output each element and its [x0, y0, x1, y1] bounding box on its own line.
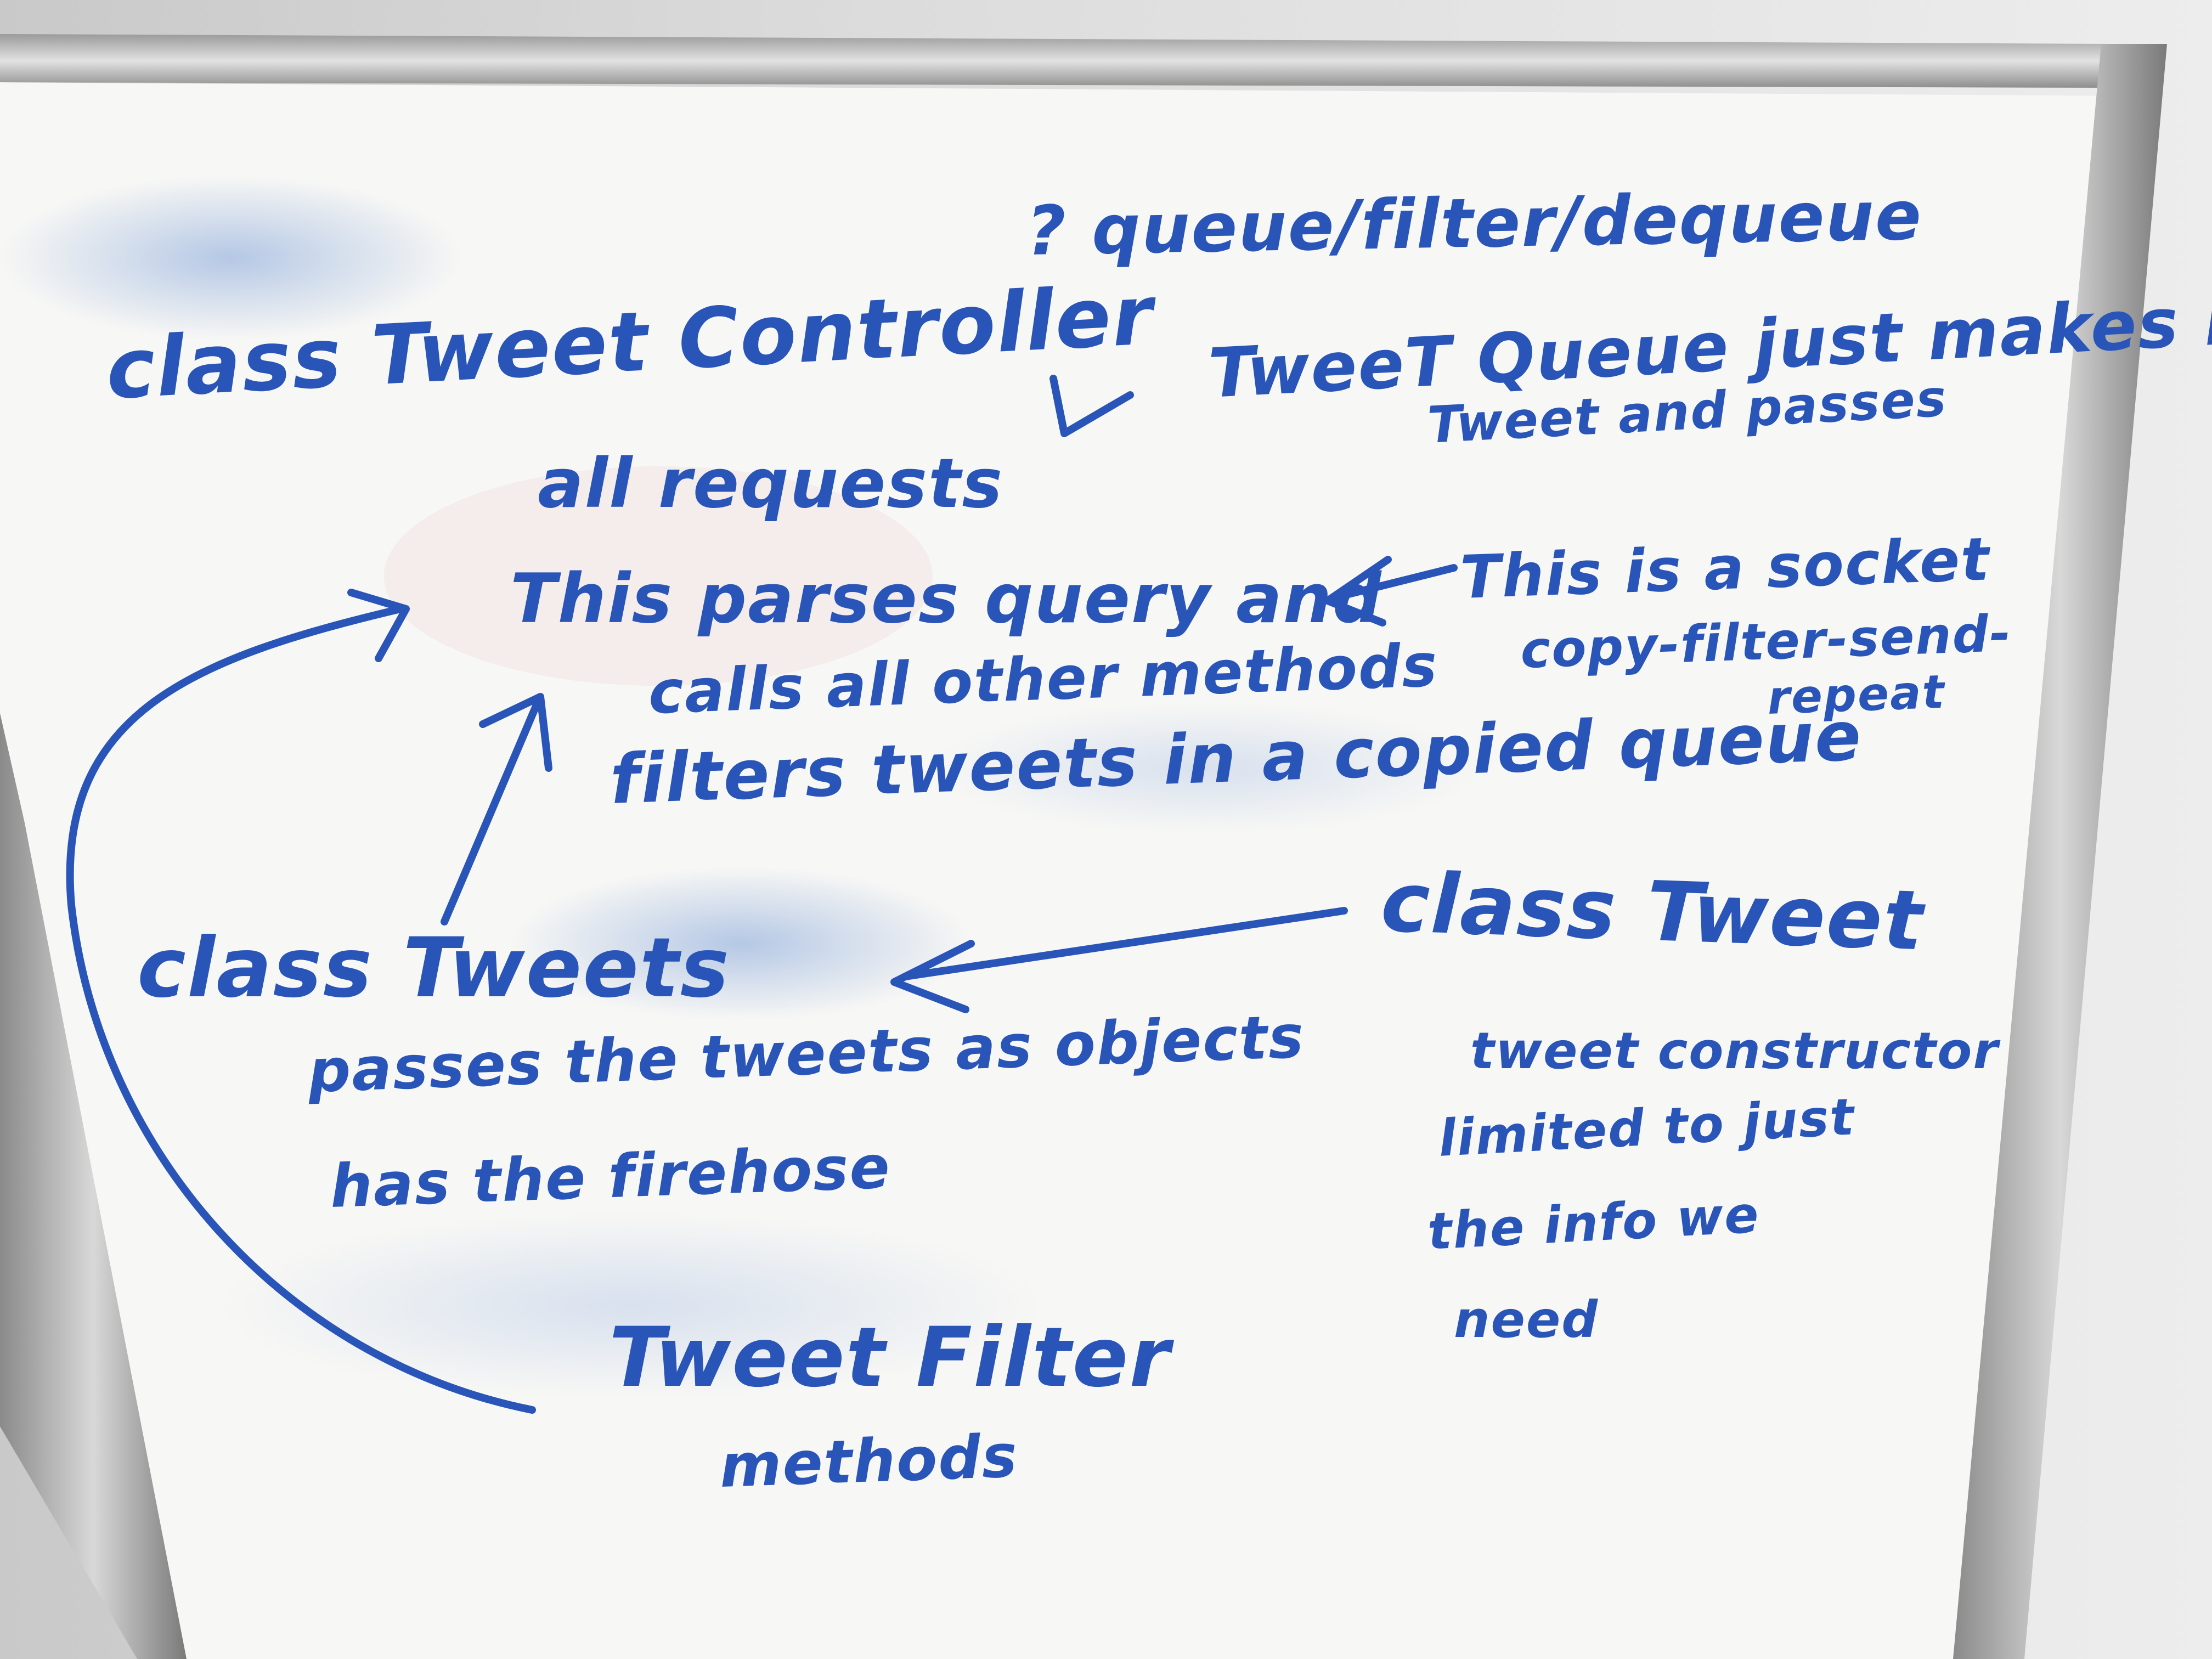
eraser-smudge	[219, 1212, 1042, 1399]
top-rail	[0, 34, 2112, 88]
eraser-smudge	[384, 466, 933, 686]
eraser-smudge	[510, 867, 971, 1020]
constructor-note-line4: need	[1454, 1290, 1599, 1349]
eraser-smudge	[0, 176, 461, 340]
methods-note: methods	[718, 1422, 1019, 1501]
socket-note-line1: This is a socket	[1459, 525, 1991, 612]
all-requests-note: all requests	[538, 444, 1004, 523]
left-rail	[0, 713, 187, 1659]
socket-arrow	[1324, 556, 1458, 627]
tweets-up-arrow	[441, 693, 552, 926]
tweet-filter-heading: Tweet Filter	[609, 1310, 1171, 1406]
constructor-note-line1: tweet constructor	[1470, 1022, 1999, 1080]
eraser-smudge	[933, 702, 1481, 834]
filter-curve-arrow	[66, 589, 536, 1414]
queue-question-note: ? queue/filter/dequeue	[1025, 176, 1923, 271]
right-rail	[1953, 44, 2167, 1659]
parses-query-note: This parses query and	[510, 560, 1383, 639]
class-tweet-heading: class Tweet	[1379, 855, 1926, 969]
down-arrow	[1049, 375, 1134, 437]
class-tweets-heading: class Tweets	[137, 921, 731, 1016]
tweet-left-arrow	[890, 907, 1348, 1013]
